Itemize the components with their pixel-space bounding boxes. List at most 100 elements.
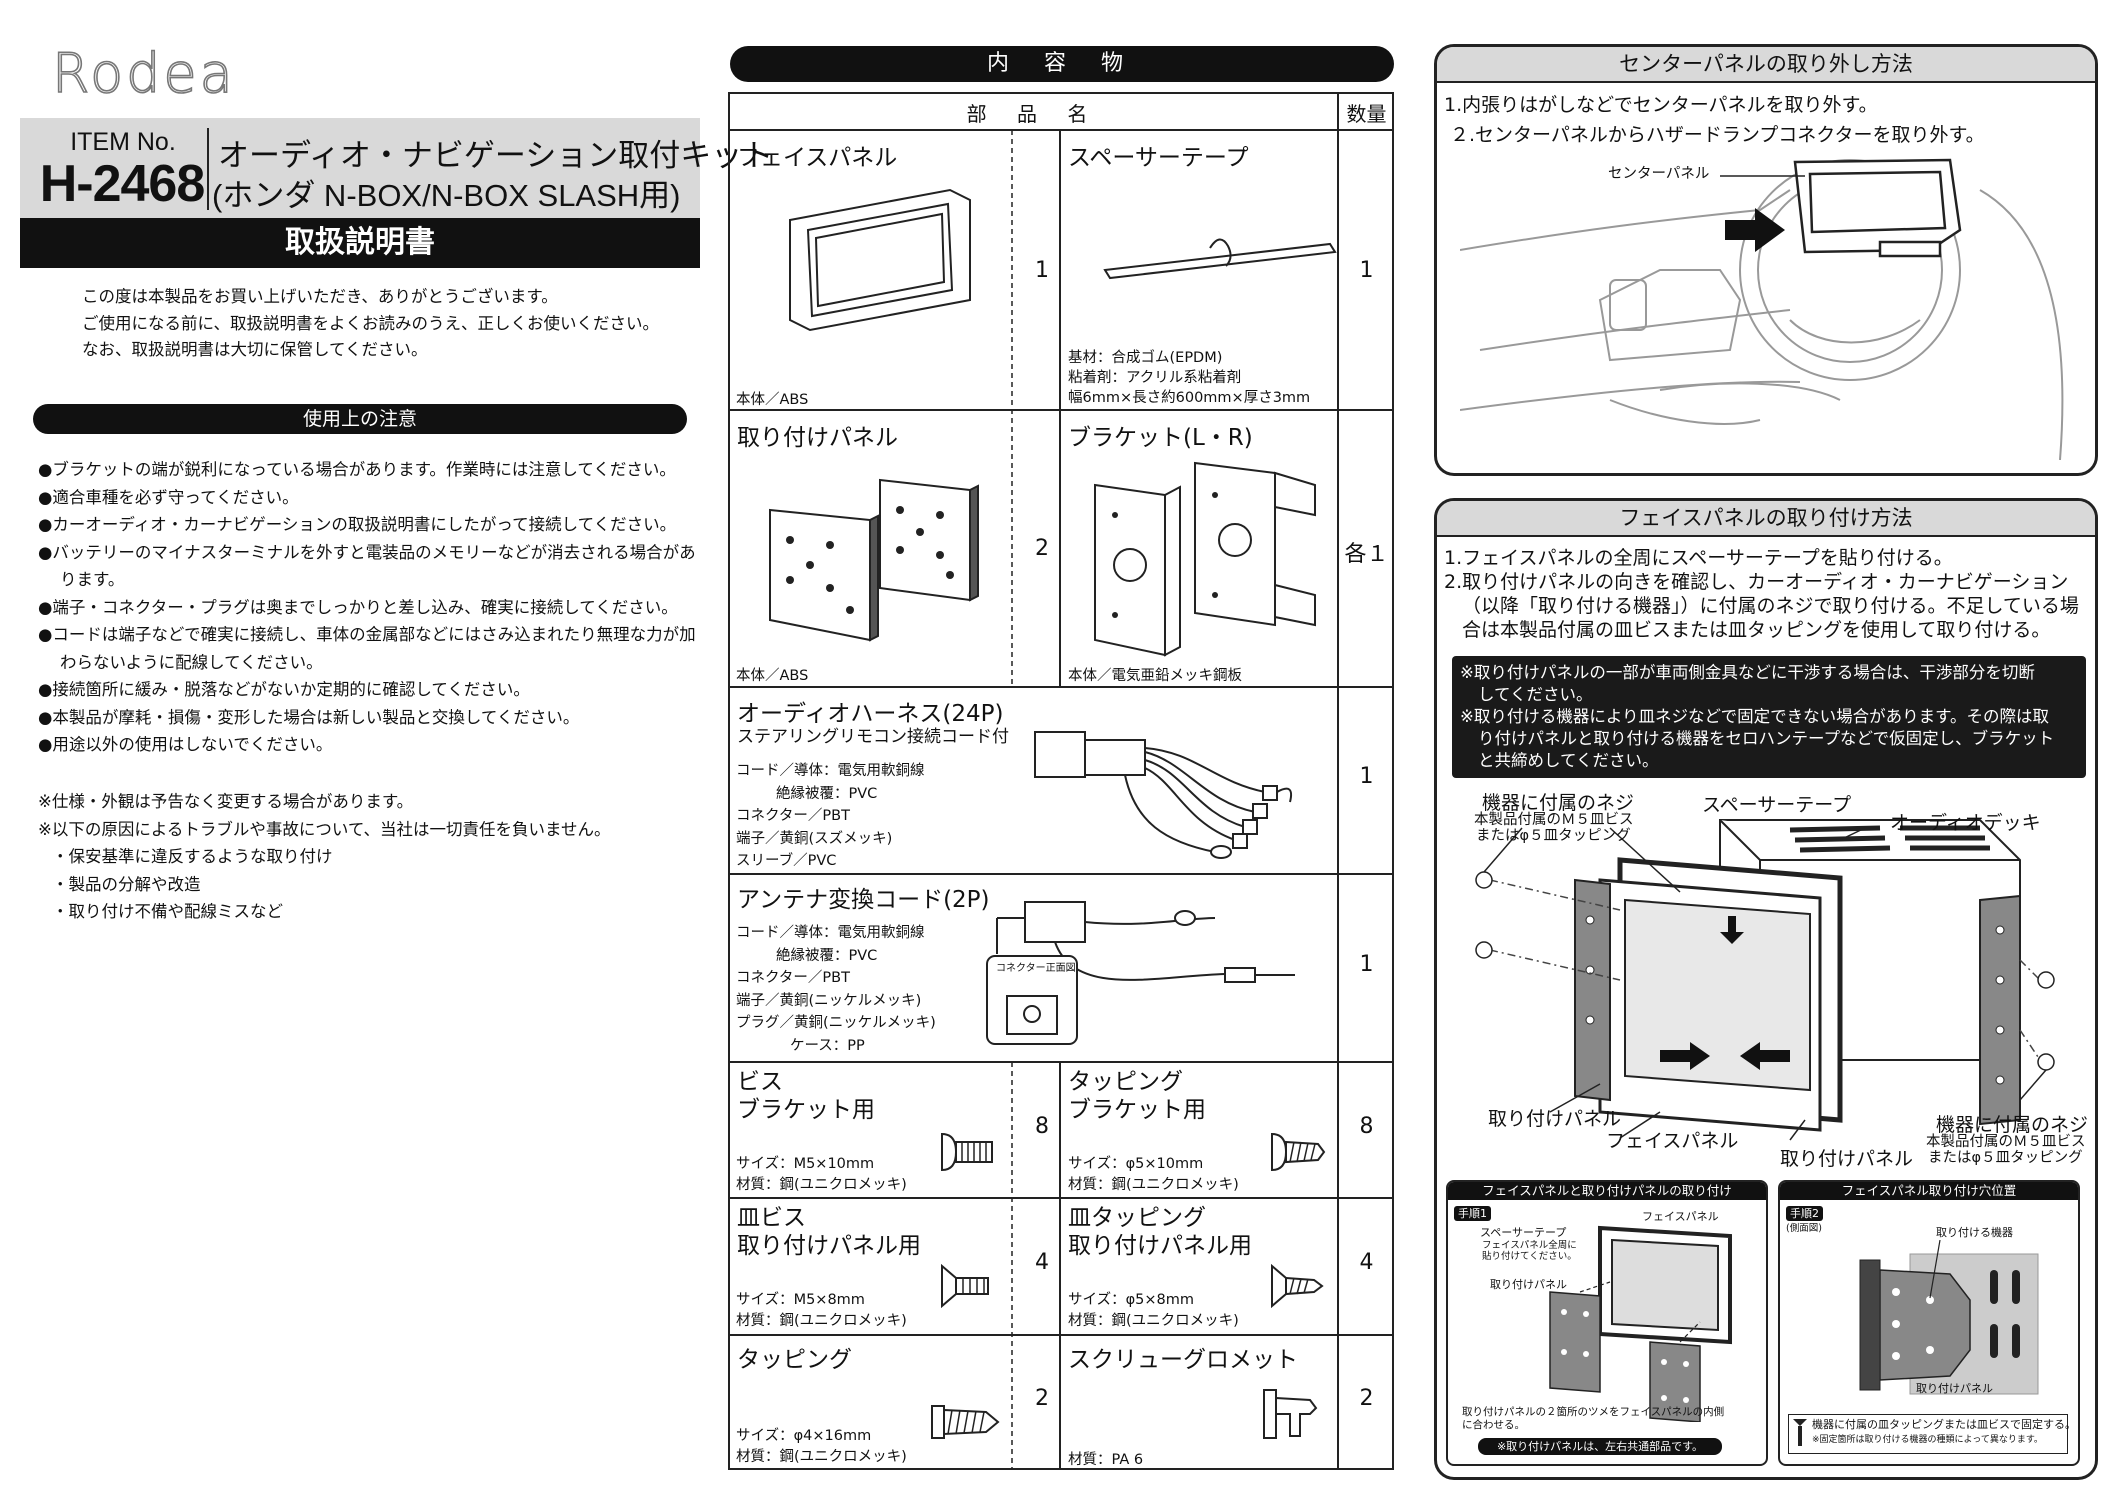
sub2-note-box (1788, 1414, 2068, 1454)
flat-screw-name-line: 取り付けパネル用 (737, 1233, 921, 1259)
audio-harness-illustration (1034, 731, 1293, 859)
label-screw-right-sub2: またはφ５皿タッピング (1928, 1150, 2083, 1166)
screw-bracket-spec-line: サイズ：M5×10mm (736, 1156, 875, 1172)
note-line: ・保安基準に違反するような取り付け (52, 847, 333, 866)
center-panel-label: センターパネル (1608, 166, 1710, 182)
antenna-spec-line: 端子／黄銅(ニッケルメッキ) (736, 992, 922, 1009)
sub1-spacer-sub-line: 貼り付けてください。 (1482, 1251, 1577, 1262)
product-title: オーディオ・ナビゲーション取付キット (218, 138, 774, 173)
sub2-note1: 機器に付属の皿タッピングまたは皿ビスで固定する。 (1812, 1418, 2076, 1431)
flat-screw-spec: サイズ：M5×8mm 材質：鋼(ユニクロメッキ) (736, 1290, 907, 1332)
contents-table-grid (728, 92, 1394, 1470)
face-install-section: フェイスパネルの取り付け方法 (1434, 498, 2098, 1480)
bracket-illustration (1094, 461, 1316, 657)
screw-bracket-name-line: ブラケット用 (737, 1097, 875, 1123)
spacer-tape-spec: 基材：合成ゴム(EPDM) 粘着剤：アクリル系粘着剤 幅6mm×長さ約600mm… (1068, 348, 1310, 408)
col-name-header: 部 品 名 (966, 102, 1100, 126)
sub1-illustration (1549, 1225, 1732, 1422)
flat-tapping-name: 皿タッピング 取り付けパネル用 (1068, 1204, 1252, 1260)
face-install-step: 1.フェイスパネルの全周にスペーサーテープを貼り付ける。 (1444, 547, 1953, 569)
warning-line: ※取り付ける機器により皿ネジなどで固定できない場合があります。その際は取 (1460, 707, 2050, 726)
caution-item: ●カーオーディオ・カーナビゲーションの取扱説明書にしたがって接続してください。 (38, 515, 677, 534)
label-screw-left: 機器に付属のネジ (1482, 792, 1635, 814)
caution-item: ●適合車種を必ず守ってください。 (38, 487, 299, 507)
screw-bracket-spec-line: 材質：鋼(ユニクロメッキ) (736, 1177, 907, 1193)
sub2-note2: ※固定箇所は取り付ける機器の種類によって異なります。 (1812, 1435, 2043, 1445)
center-panel-section: センターパネルの取り外し方法 (1434, 44, 2098, 476)
caution-item: ●接続箇所に緩み・脱落などがないか定期的に確認してください。 (38, 680, 530, 699)
note-line: ・製品の分解や改造 (52, 874, 201, 894)
intro-line: この度は本製品をお買い上げいただき、ありがとうございます。 (82, 287, 558, 306)
screw-bracket-spec: サイズ：M5×10mm 材質：鋼(ユニクロメッキ) (736, 1154, 907, 1196)
flat-screw-spec-line: 材質：鋼(ユニクロメッキ) (736, 1313, 907, 1329)
sub1-note-line: 取り付けパネルの２箇所のツメをフェイスパネルの内側 (1462, 1406, 1725, 1418)
face-panel-name: フェイスパネル (737, 145, 898, 171)
tapping-spec-line: サイズ：φ4×16mm (736, 1428, 872, 1444)
sub-face-mount-heading: フェイスパネルと取り付けパネルの取り付け (1448, 1182, 1766, 1200)
flat-screw-spec-line: サイズ：M5×8mm (736, 1292, 865, 1308)
center-panel-step1: 1.内張りはがしなどでセンターパネルを取り外す。 (1444, 94, 1878, 116)
caution-item: ●本製品が摩耗・損傷・変形した場合は新しい製品と交換してください。 (38, 707, 580, 727)
center-panel-illustration (1460, 158, 2064, 460)
flat-tapping-qty: 4 (1359, 1250, 1374, 1275)
face-panel-qty: 1 (1035, 258, 1049, 283)
face-install-step: 合は本製品付属の皿ビスまたは皿タッピングを使用して取り付ける。 (1462, 619, 2051, 641)
audio-harness-spec-line: 端子／黄銅(スズメッキ) (736, 830, 893, 847)
caution-item: ●バッテリーのマイナスターミナルを外すと電装品のメモリーなどが消去される場合があ… (38, 542, 696, 590)
notes: ※仕様・外観は予告なく変更する場合があります。 ※以下の原因によるトラブルや事故… (38, 788, 698, 926)
bracket-name: ブラケット(L・R) (1068, 425, 1253, 451)
col-qty-header: 数量 (1346, 102, 1387, 126)
warning-line: と共締めしてください。 (1478, 751, 1659, 770)
tapping-bracket-spec-line: 材質：鋼(ユニクロメッキ) (1068, 1177, 1239, 1193)
cautions-heading: 使用上の注意 (33, 404, 687, 434)
antenna-spec-line: プラグ／黄銅(ニッケルメッキ) (736, 1015, 936, 1031)
label-screw-right: 機器に付属のネジ (1936, 1114, 2089, 1136)
spacer-tape-illustration (1103, 238, 1337, 280)
note-line: ※以下の原因によるトラブルや事故について、当社は一切責任を負いません。 (38, 819, 611, 839)
antenna-name: アンテナ変換コード(2P) (737, 887, 990, 913)
tapping-bracket-spec: サイズ：φ5×10mm 材質：鋼(ユニクロメッキ) (1068, 1154, 1239, 1196)
sub2-illustration (1859, 1240, 2039, 1395)
manual-title: 取扱説明書 (20, 218, 700, 268)
bracket-spec: 本体／電気亜鉛メッキ鋼板 (1068, 668, 1242, 684)
audio-harness-spec-line: コード／導体：電気用軟銅線 (736, 763, 925, 779)
item-code: H-2468 (39, 155, 206, 213)
audio-harness-spec: コード／導体：電気用軟銅線 絶縁被覆：PVC コネクター／PBT 端子／黄銅(ス… (736, 760, 925, 873)
item-header (20, 118, 700, 218)
grommet-spec: 材質：PA 6 (1068, 1452, 1144, 1468)
label-screw-left-sub1: 本製品付属のＭ５皿ビス (1474, 812, 1634, 828)
bracket-qty: 各１ (1344, 542, 1389, 567)
antenna-spec: コード／導体：電気用軟銅線 絶縁被覆：PVC コネクター／PBT 端子／黄銅(ニ… (736, 922, 936, 1057)
label-mount-right: 取り付けパネル (1780, 1148, 1914, 1170)
grommet-name: スクリューグロメット (1068, 1347, 1298, 1373)
label-screw-left-sub2: またはφ５皿タッピング (1476, 828, 1631, 844)
spacer-tape-spec-line: 基材：合成ゴム(EPDM) (1068, 350, 1223, 366)
mount-panel-spec: 本体／ABS (736, 668, 809, 684)
caution-item: ●用途以外の使用はしないでください。 (38, 735, 333, 754)
face-install-steps: 1.フェイスパネルの全周にスペーサーテープを貼り付ける。 2.取り付けパネルの向… (1444, 546, 2079, 642)
sub2-device-label: 取り付ける機器 (1936, 1226, 2013, 1239)
face-install-step: 2.取り付けパネルの向きを確認し、カーオーディオ・カーナビゲーション (1444, 571, 2069, 593)
tapping-spec-line: 材質：鋼(ユニクロメッキ) (736, 1449, 907, 1465)
antenna-qty: 1 (1359, 952, 1374, 977)
sub1-mount-label: 取り付けパネル (1490, 1278, 1567, 1291)
tapping-bracket-spec-line: サイズ：φ5×10mm (1068, 1156, 1204, 1172)
screw-bracket-name: ビス ブラケット用 (737, 1068, 875, 1124)
sub-hole-position-heading: フェイスパネル取り付け穴位置 (1780, 1182, 2078, 1200)
face-install-warning: ※取り付けパネルの一部が車両側金具などに干渉する場合は、干渉部分を切断 してくだ… (1452, 656, 2086, 778)
sub1-spacer-label: スペーサーテープ (1480, 1226, 1567, 1239)
sub2-side-label: (側面図) (1786, 1223, 1822, 1234)
flat-screw-icon (941, 1264, 989, 1308)
label-audio-deck: オーディオデッキ (1890, 812, 2041, 834)
tapping-bracket-qty: 8 (1359, 1114, 1374, 1139)
spacer-tape-qty: 1 (1359, 258, 1374, 283)
cautions-list: ●ブラケットの端が鋭利になっている場合があります。作業時には注意してください。 … (38, 456, 698, 759)
screw-bracket-qty: 8 (1035, 1114, 1049, 1139)
item-divider (207, 128, 209, 210)
sub1-note: 取り付けパネルの２箇所のツメをフェイスパネルの内側 に合わせる。 (1462, 1406, 1724, 1432)
intro-text: この度は本製品をお買い上げいただき、ありがとうございます。 ご使用になる前に、取… (82, 284, 659, 364)
antenna-spec-line: コード／導体：電気用軟銅線 (736, 925, 925, 941)
screw-icon (1793, 1419, 1807, 1446)
face-install-heading: フェイスパネルの取り付け方法 (1437, 501, 2095, 537)
caution-item: ●ブラケットの端が鋭利になっている場合があります。作業時には注意してください。 (38, 460, 676, 479)
